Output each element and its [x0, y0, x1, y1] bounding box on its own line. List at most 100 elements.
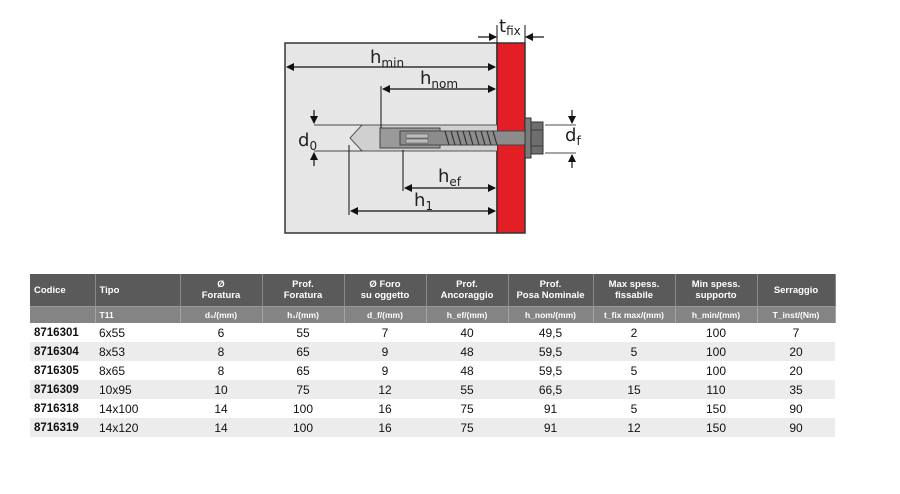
table-cell: 90 [757, 418, 835, 437]
table-cell: 75 [426, 418, 508, 437]
nut [530, 121, 544, 155]
table-cell: 65 [296, 363, 310, 378]
header-line1: Prof. [292, 279, 314, 290]
header-line1: Codice [34, 284, 66, 296]
code-cell: 8716301 [34, 326, 79, 339]
label-h-nom: hnom [420, 68, 458, 91]
table-cell: 66,5 [508, 380, 593, 399]
unit-cell [30, 306, 96, 323]
column-header: Prof.Foratura [262, 274, 345, 307]
header-line2: Foratura [201, 290, 241, 301]
unit-cell: h_ef/(mm) [426, 306, 509, 323]
table-cell: 5 [630, 363, 638, 378]
table-cell: 100 [705, 363, 727, 378]
anchor-bolt [379, 117, 544, 159]
table-cell: 49,5 [538, 325, 563, 340]
table-cell: 14x100 [99, 401, 139, 416]
column-header: Max spess.fissabile [593, 274, 676, 307]
table-cell: 150 [705, 401, 727, 416]
table-cell: 16 [378, 401, 392, 416]
table-cell: 16 [344, 418, 426, 437]
table-cell: 65 [262, 342, 344, 361]
header-line1: Prof. [456, 279, 478, 290]
table-cell: 10x95 [95, 380, 180, 399]
table-cell: 10 [180, 380, 262, 399]
table-cell: 40 [460, 325, 474, 340]
washer [524, 117, 532, 159]
table-cell: 5 [593, 342, 675, 361]
header-line1: Ø [217, 279, 225, 290]
table-cell: 8 [217, 363, 225, 378]
table-cell: 100 [262, 418, 344, 437]
label-d0: d0 [298, 130, 317, 153]
table-cell: 8x65 [99, 363, 126, 378]
unit-cell: T_inst/(Nm) [757, 306, 836, 323]
unit-cell: d_f/(mm) [344, 306, 427, 323]
label-h-min: hmin [370, 47, 404, 70]
table-cell: 20 [757, 342, 835, 361]
column-header: Tipo [95, 274, 181, 307]
table-cell: 100 [292, 401, 314, 416]
unit-cell: h_min/(mm) [675, 306, 758, 323]
unit-cell: h₁/(mm) [262, 306, 345, 323]
code-cell: 8716318 [34, 402, 79, 415]
unit-cell: h_nom/(mm) [508, 306, 594, 323]
table-cell: 55 [296, 325, 310, 340]
header-line2: fissabile [614, 290, 654, 301]
label-h1: h1 [414, 190, 433, 213]
unit-cell: T11 [95, 306, 181, 323]
table-cell: 35 [757, 380, 835, 399]
table-cell: 20 [789, 363, 803, 378]
label-h-ef: hef [438, 166, 462, 189]
table-cell: 91 [508, 418, 593, 437]
unit-cell: d₀/(mm) [180, 306, 263, 323]
header-line2: Foratura [283, 290, 323, 301]
column-header: Codice [30, 274, 96, 307]
table-cell: 7 [792, 325, 800, 340]
table-cell: 8x53 [95, 342, 180, 361]
column-header: Prof.Posa Nominale [508, 274, 594, 307]
header-line1: Min spess. [691, 279, 741, 290]
table-cell: 48 [426, 342, 508, 361]
header-line1: Ø Foro [369, 279, 401, 290]
anchor-diagram: tfix hmin hnom d0 df hef h1 [284, 16, 581, 234]
label-df: df [565, 125, 581, 148]
code-cell: 8716319 [30, 418, 95, 437]
table-cell: 100 [675, 342, 757, 361]
header-line1: Tipo [99, 284, 120, 296]
column-header: Prof.Ancoraggio [426, 274, 509, 307]
label-t-fix: tfix [499, 16, 521, 38]
table-cell: 9 [381, 363, 389, 378]
header-line1: Max spess. [608, 279, 660, 290]
table-cell: 100 [705, 325, 727, 340]
table-cell: 90 [789, 401, 803, 416]
table-cell: 14x120 [95, 418, 180, 437]
table-cell: 48 [460, 363, 474, 378]
table-cell: 150 [675, 418, 757, 437]
column-header: Min spess.supporto [675, 274, 758, 307]
table-cell: 75 [262, 380, 344, 399]
table-cell: 91 [543, 401, 558, 416]
unit-cell: t_fix max/(mm) [593, 306, 676, 323]
header-line2: su oggetto [360, 290, 410, 301]
header-line1: Prof. [539, 279, 562, 290]
table-cell: 7 [381, 325, 389, 340]
table-cell: 6x55 [99, 325, 126, 340]
column-header: Serraggio [757, 274, 836, 307]
table-cell: 110 [675, 380, 757, 399]
code-cell: 8716309 [30, 380, 95, 399]
table-cell: 12 [344, 380, 426, 399]
table-cell: 9 [344, 342, 426, 361]
table-cell: 12 [593, 418, 675, 437]
